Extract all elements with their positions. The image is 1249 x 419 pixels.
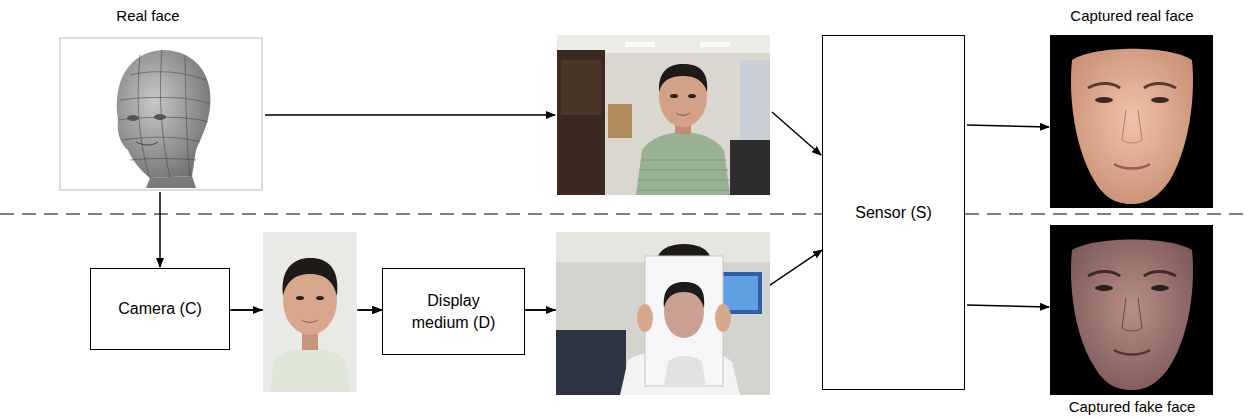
- head-model-part-part: [122, 137, 200, 142]
- separator-line-part: [965, 213, 1249, 214]
- text-group: Camera (C): [118, 298, 202, 320]
- flow-arrow-part: [526, 309, 555, 311]
- head-model-part-part: [138, 55, 150, 178]
- real-photo-part: [636, 132, 730, 195]
- portrait-photo-part: [296, 296, 304, 300]
- head-model: [60, 38, 262, 190]
- sensor-box: Sensor (S): [822, 35, 965, 390]
- portrait-photo-part: [263, 232, 357, 392]
- fake-photo-part: [645, 256, 723, 386]
- separator-line-part: [0, 213, 822, 214]
- captured-fake-face-part: [1122, 298, 1142, 331]
- captured-real-face-part: [1114, 164, 1150, 169]
- fake-photo-part: [664, 356, 706, 386]
- head-model-part: [118, 50, 210, 178]
- captured-fake-face-part: [1071, 240, 1193, 391]
- head-model-part: [127, 115, 139, 121]
- captured-real-face: [1050, 35, 1213, 208]
- fake-photo-part: [556, 232, 770, 395]
- fake-photo-part: [637, 304, 653, 332]
- real-photo-part: [637, 160, 730, 190]
- head-model-part: [60, 38, 262, 190]
- real-photo-part-part: [642, 159, 726, 160]
- captured-fake-face-part: [1114, 350, 1150, 355]
- real-photo-part-part: [638, 179, 729, 180]
- text-group: Sensor (S): [855, 202, 931, 224]
- real-photo-part: [670, 94, 678, 98]
- portrait-photo-part: [270, 348, 350, 392]
- captured-fake-face-part: [1095, 285, 1113, 291]
- process-box: Camera (C): [90, 268, 230, 350]
- head-model-part: [154, 114, 166, 120]
- head-model-part: [146, 176, 196, 188]
- separator-line: [0, 213, 1249, 214]
- flow-arrow-part: [967, 125, 1049, 127]
- process-box: Display medium (D): [382, 268, 525, 355]
- captured-fake-face-part: [1144, 272, 1176, 277]
- fake-photo-part: [664, 282, 705, 308]
- captured-fake-face-part: [1050, 225, 1213, 395]
- fake-photo-part: [715, 304, 731, 332]
- flow-arrow-part: [159, 192, 161, 267]
- portrait-photo: [263, 232, 357, 392]
- head-model-part-part: [130, 159, 196, 161]
- real-photo-part: [557, 50, 605, 195]
- real-photo-part: [740, 60, 770, 150]
- flow-arrow-part: [265, 114, 555, 116]
- portrait-photo-part: [302, 320, 318, 322]
- flow-arrow-part: [967, 305, 1049, 307]
- fake-photo: [556, 232, 770, 395]
- real-photo-part-part: [640, 169, 728, 170]
- captured-real-face-part: [1151, 97, 1169, 103]
- portrait-photo-part: [316, 296, 324, 300]
- real-photo-part-part: [637, 189, 730, 190]
- head-model-part-part: [185, 55, 190, 176]
- captured-real-face-part: [1088, 84, 1120, 89]
- head-model-part: [117, 50, 211, 178]
- real-photo-part: [625, 42, 655, 47]
- portrait-photo-part: [283, 258, 338, 296]
- captured-real-face-part: [1095, 97, 1113, 103]
- captured-fake-face-part: [1088, 272, 1120, 277]
- image-label: Captured real face: [1070, 7, 1193, 24]
- captured-fake-face: [1050, 225, 1213, 395]
- captured-real-face-part: [1071, 49, 1193, 204]
- captured-real-face-part: [1122, 110, 1142, 143]
- real-photo-part: [730, 140, 770, 195]
- real-photo: [557, 35, 770, 195]
- fake-photo-part: [556, 330, 626, 395]
- real-photo-part: [608, 104, 632, 138]
- box-label: Sensor (S): [855, 202, 931, 224]
- flow-arrow-part: [772, 112, 821, 155]
- real-photo-part: [659, 64, 707, 92]
- head-model-part-part: [130, 72, 205, 80]
- image-label: Real face: [116, 7, 179, 24]
- real-photo-part: [676, 113, 690, 115]
- captured-fake-face-part: [1151, 285, 1169, 291]
- captured-real-face-part: [1050, 35, 1213, 208]
- real-photo-part: [561, 60, 601, 115]
- box-label: Camera (C): [118, 298, 202, 320]
- flow-arrow-part: [232, 309, 262, 311]
- flow-arrow-part: [359, 309, 381, 311]
- captured-real-face-part: [1144, 84, 1176, 89]
- head-model-part-part: [120, 97, 210, 104]
- real-photo-part: [557, 35, 770, 195]
- real-photo-part: [700, 42, 730, 47]
- head-model-part-part: [160, 50, 170, 178]
- image-label: Captured fake face: [1069, 398, 1196, 415]
- text-group: Display medium (D): [406, 290, 502, 333]
- head-model-part: [136, 142, 158, 145]
- box-label: Display medium (D): [406, 290, 502, 333]
- real-photo-part: [688, 94, 696, 98]
